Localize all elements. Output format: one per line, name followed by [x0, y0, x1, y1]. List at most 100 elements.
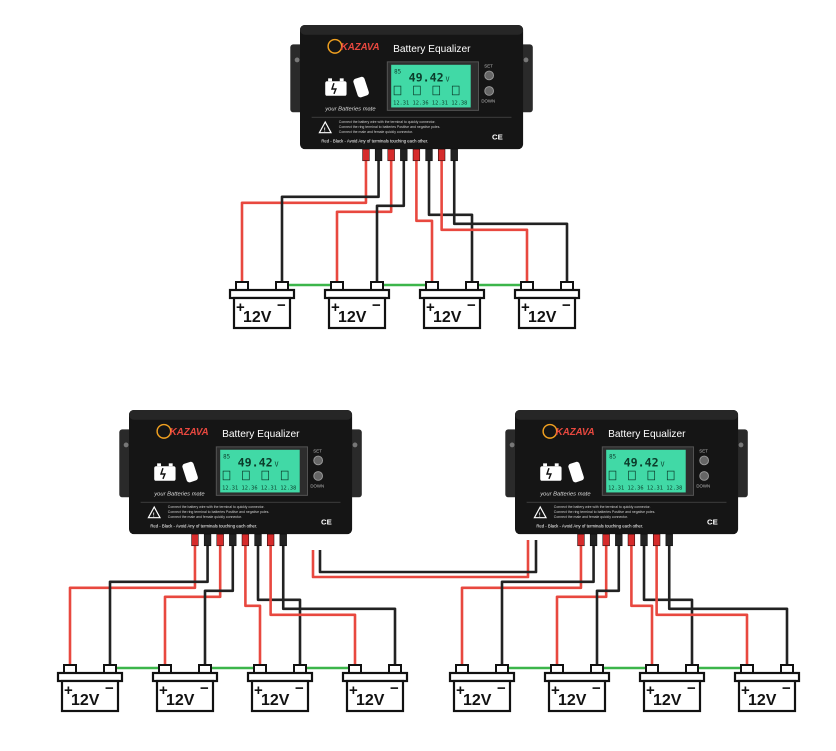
battery-12v: +−12V [418, 281, 486, 330]
negative-sense-wire [595, 545, 621, 665]
battery-minus-sign: − [390, 680, 399, 697]
lcd-cell-bar [432, 85, 441, 96]
battery-icon-terminal [328, 78, 333, 82]
lcd-cell-voltage: 12.31 [261, 486, 277, 492]
positive-sense-wire [269, 545, 357, 665]
battery-minus-sign: − [562, 297, 571, 314]
battery-plus-sign: + [551, 682, 560, 699]
battery-minus-sign: − [687, 680, 696, 697]
certification-mark: CE [492, 132, 503, 141]
warning-mark: ! [153, 513, 155, 519]
battery-voltage-label: 12V [166, 692, 195, 709]
negative-sense-wire [280, 160, 380, 282]
negative-connector [279, 533, 287, 547]
lcd-cell-bar [628, 470, 636, 481]
negative-sense-wire [256, 545, 302, 665]
battery-voltage-label: 12V [356, 692, 385, 709]
equalizer-top-bevel [515, 410, 739, 420]
battery-12v: +−12V [323, 281, 391, 330]
down-button-label: DOWN [310, 484, 324, 489]
lcd-cell-voltage: 12.31 [647, 486, 663, 492]
battery-plus-sign: + [236, 299, 245, 316]
battery-12v: + −12V [341, 664, 409, 713]
lcd-cell-bar [393, 85, 402, 96]
negative-sense-wire [375, 160, 406, 282]
battery-icon-terminal [168, 463, 173, 467]
positive-connector [266, 533, 275, 547]
battery-minus-sign: − [372, 297, 381, 314]
lcd-voltage: 49.42 [624, 455, 659, 469]
negative-connector [640, 533, 648, 547]
certification-mark: CE [321, 517, 332, 526]
battery-plus-sign: + [349, 682, 358, 699]
lcd-voltage: 49.42 [409, 70, 444, 84]
bottle-icon [568, 461, 584, 483]
wire-legend: Red - Black - Avoid Any of terminals tou… [150, 523, 257, 528]
negative-connector [400, 148, 408, 162]
battery-plus-sign: + [456, 682, 465, 699]
battery-voltage-label: 12V [528, 309, 557, 326]
negative-sense-wire [500, 545, 595, 665]
equalizer-top-bevel [300, 25, 524, 35]
lightning-icon [160, 467, 166, 480]
screw-hole [352, 442, 358, 448]
set-button-label: SET [699, 449, 708, 454]
negative-sense-wire [667, 545, 789, 665]
lcd-cell-voltage: 12.38 [280, 486, 296, 492]
lcd-unit: V [446, 75, 450, 83]
battery-case [345, 679, 405, 713]
lcd-cell-bar [222, 470, 231, 481]
negative-connector [589, 533, 598, 547]
screw-hole [294, 57, 300, 63]
screw-hole [738, 442, 744, 448]
negative-connector [229, 533, 237, 547]
wire-legend: Red - Black - Avoid Any of terminals tou… [536, 523, 643, 528]
battery-case [547, 679, 607, 713]
battery-minus-sign: − [200, 680, 209, 697]
lightning-icon [331, 82, 337, 95]
brand-name: KAZAVA [170, 427, 209, 438]
positive-connector [412, 148, 421, 162]
positive-sense-wire [68, 545, 197, 665]
negative-connector [203, 533, 212, 547]
battery-case [452, 679, 512, 713]
positive-sense-wire [630, 545, 654, 665]
battery-plus-sign: + [159, 682, 168, 699]
warning-text: Connect the ring terminal to batteries P… [554, 510, 656, 514]
lightning-icon [546, 467, 552, 480]
set-button [699, 455, 710, 466]
lcd-cell-bar [608, 470, 617, 481]
lcd-cell-voltage: 12.31 [222, 486, 238, 492]
battery-icon-terminal [543, 463, 548, 467]
battery-12v: +−12V [448, 664, 516, 713]
intergroup-positive-wire [311, 540, 530, 579]
battery-plus-sign: + [331, 299, 340, 316]
negative-sense-wire [427, 160, 474, 282]
positive-connector [241, 533, 250, 547]
positive-sense-wire [335, 160, 393, 282]
lcd-cell-bar [451, 85, 460, 96]
battery-case [327, 296, 387, 330]
negative-connector [425, 148, 433, 162]
battery-plus-sign: + [426, 299, 435, 316]
screw-hole [509, 442, 515, 448]
battery-voltage-label: 12V [71, 692, 100, 709]
warning-text: Connect the battery wire with the termin… [168, 505, 265, 509]
lcd-cell-voltage: 12.36 [628, 486, 644, 492]
lcd-cell-bar [261, 470, 270, 481]
device-title: Battery Equalizer [608, 429, 686, 440]
battery-voltage-label: 12V [463, 692, 492, 709]
battery-voltage-label: 12V [261, 692, 290, 709]
lcd-unit: V [275, 460, 279, 468]
brand-logo-sun-icon [156, 423, 172, 439]
positive-connector [602, 533, 610, 547]
negative-connector [665, 533, 673, 547]
battery-12v: + −12V [151, 664, 219, 713]
positive-connector [362, 148, 370, 162]
battery-minus-sign: − [295, 680, 304, 697]
battery-case [737, 679, 797, 713]
battery-voltage-label: 12V [748, 692, 777, 709]
positive-connector [577, 533, 585, 547]
